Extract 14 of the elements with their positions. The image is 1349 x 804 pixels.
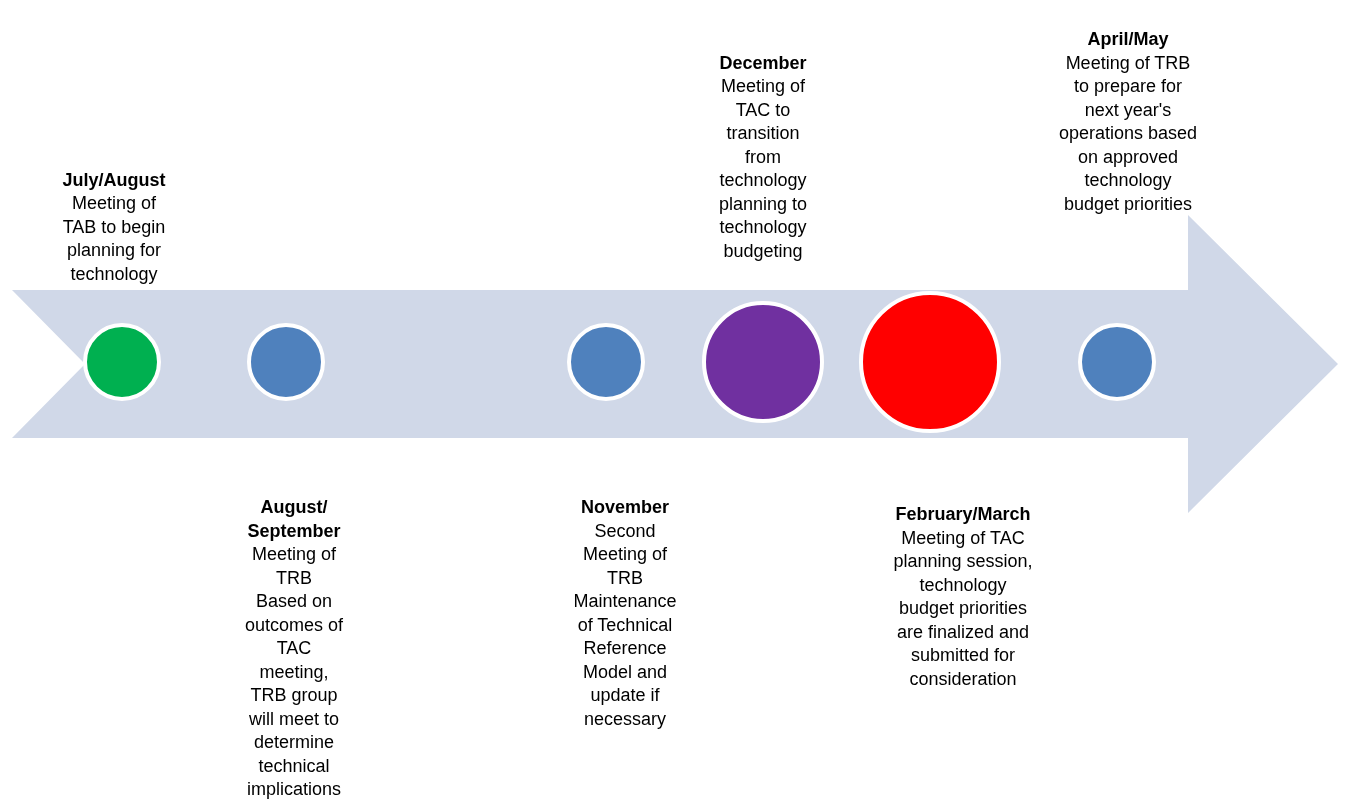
milestone-description: Meeting of TAB to begin planning for technology [61,192,167,286]
date-heading: July/August [61,168,167,192]
date-heading: April/May [1086,28,1170,51]
milestone-description: Maintenance of Technical Reference Model and update if necessary [572,590,678,731]
milestone-description: Second Meeting of TRB [581,519,669,590]
date-heading: February/March [894,503,1032,526]
milestone-description: Meeting of TRB to prepare for next year's operations based on approved technology budget priorities [1058,51,1198,216]
milestone-description: Meeting of TRB [250,543,338,590]
milestone-description: Based on outcomes of TAC meeting, TRB group will meet to determine technical implications [243,590,345,801]
milestone-description: Meeting of TAC planning session, technology budget priorities are finalized and submitted for consideration [892,526,1034,691]
date-heading: November [580,496,670,519]
date-heading: December [718,51,808,75]
date-heading: August/ September [246,496,342,543]
milestone-description: Meeting of TAC to transition from technology planning to technology budgeting [717,75,809,263]
